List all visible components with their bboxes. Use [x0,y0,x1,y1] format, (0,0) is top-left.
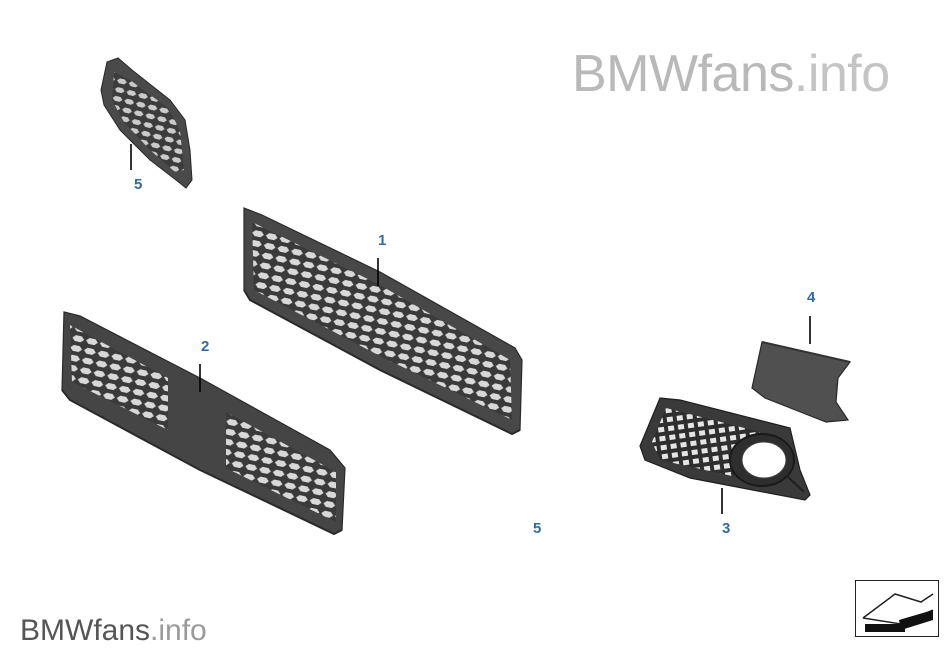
callout-part-4[interactable]: 4 [807,289,816,306]
watermark-bottom-brand: BMWfans [20,614,151,647]
watermark-bottom: BMWfans.info [20,614,207,648]
watermark-top: BMWfans.info [572,44,890,104]
callout-part-1[interactable]: 1 [378,232,387,249]
callout-part-2[interactable]: 2 [201,338,210,355]
part-4-cover-plate [751,341,852,423]
part-2-lower-grille [61,311,346,536]
leader-lines [130,144,811,514]
callout-part-3[interactable]: 3 [722,520,731,537]
watermark-top-brand: BMWfans [572,45,794,103]
part-5-side-grille [100,57,193,189]
watermark-bottom-suffix: .info [150,614,207,647]
callout-part-5-bottom[interactable]: 5 [533,520,542,537]
part-1-center-grille [243,207,523,436]
car-outline-arrow-icon [855,580,939,637]
part-3-fog-grille [639,397,811,501]
callout-part-5-top[interactable]: 5 [134,176,143,193]
watermark-top-suffix: .info [793,45,890,103]
